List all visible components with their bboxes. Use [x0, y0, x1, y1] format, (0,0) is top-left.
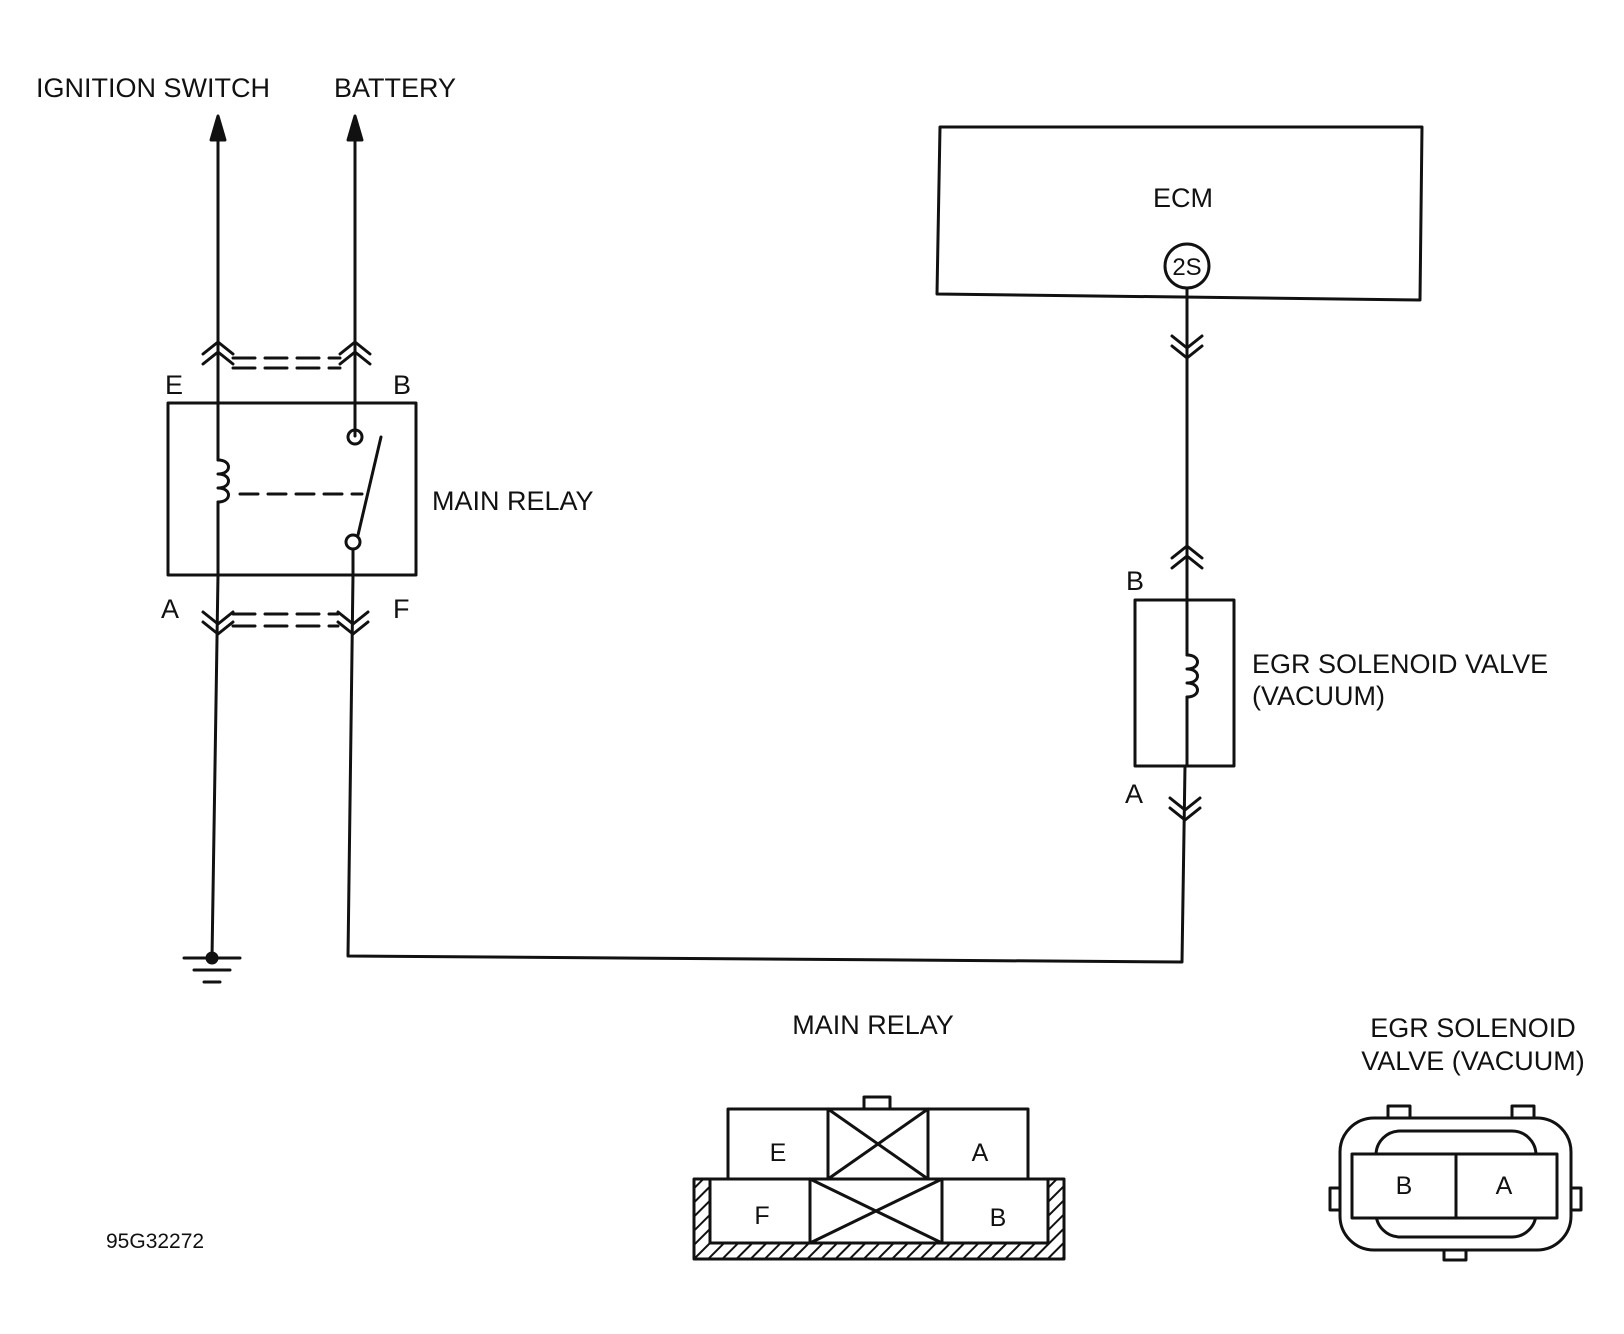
egr-valve-label-line1: EGR SOLENOID VALVE [1252, 649, 1548, 679]
ground-wire [210, 573, 220, 960]
egr-valve-box [1133, 598, 1236, 768]
relay-to-egr-wire [346, 573, 1187, 964]
ignition-arrow-icon [209, 114, 227, 142]
ecm-label: ECM [1153, 183, 1213, 213]
main-relay-box [166, 401, 418, 577]
egr-connector-shell [1338, 1116, 1573, 1252]
battery-arrow-icon [346, 114, 364, 142]
relay-contact-bottom-icon [344, 533, 362, 551]
connector-egr-a-icon [1168, 796, 1202, 812]
battery-label: BATTERY [334, 73, 456, 103]
connector-e-top-icon [201, 340, 235, 356]
relay-terminal-a-label: A [161, 594, 179, 624]
ignition-switch-label: IGNITION SWITCH [36, 73, 270, 103]
relay-pin-e-label: E [770, 1139, 787, 1167]
connector-egr-b-icon [1170, 544, 1204, 560]
relay-terminal-b-label: B [393, 370, 411, 400]
egr-terminal-a-label: A [1125, 779, 1143, 809]
egr-coil-icon [1185, 653, 1199, 699]
egr-connector-tab-top-left [1386, 1104, 1412, 1120]
relay-connector-tab [862, 1095, 892, 1111]
egr-connector-title-line1: EGR SOLENOID [1370, 1013, 1576, 1043]
ecm-terminal-label: 2S [1172, 254, 1201, 281]
egr-valve-label-line2: (VACUUM) [1252, 681, 1385, 711]
relay-terminal-e-label: E [165, 370, 183, 400]
relay-coil-icon [216, 458, 230, 504]
relay-pin-b [940, 1177, 1050, 1245]
egr-connector-title-line2: VALVE (VACUUM) [1361, 1046, 1585, 1076]
egr-pin-a-label: A [1496, 1172, 1513, 1200]
figure-id-label: 95G32272 [106, 1230, 204, 1253]
relay-pin-a-label: A [972, 1139, 989, 1167]
egr-terminal-b-label: B [1126, 566, 1144, 596]
connector-ecm-icon [1170, 334, 1204, 350]
relay-switch-arm [356, 435, 383, 537]
relay-connector-title: MAIN RELAY [792, 1010, 954, 1040]
relay-pin-b-label: B [990, 1204, 1007, 1232]
connector-b-top-icon [338, 340, 372, 356]
main-relay-label: MAIN RELAY [432, 486, 594, 516]
egr-connector-tab-top-right [1510, 1104, 1536, 1120]
relay-pin-f-label: F [754, 1202, 769, 1230]
relay-contact-top-icon [346, 428, 364, 446]
relay-terminal-f-label: F [393, 594, 410, 624]
ecm-box [935, 125, 1424, 302]
egr-pin-b-label: B [1396, 1172, 1413, 1200]
